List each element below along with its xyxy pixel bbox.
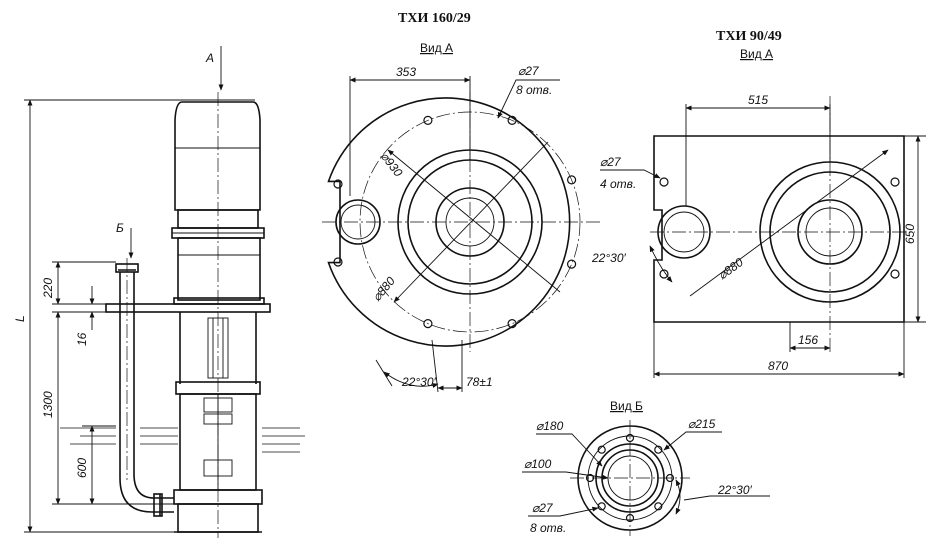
leader-d180 [536,433,603,467]
dim-angle-b: 22°30′ [717,483,752,497]
angle-arc-b [675,479,681,515]
dim-angle-right: 22°30′ [591,251,626,265]
dim-d27-right: ⌀27 [600,155,622,169]
pump-side-view [60,92,305,538]
dim-650: 650 [903,224,917,244]
angle-arc-left [383,371,439,388]
dim-d880-left: ⌀880 [370,274,398,304]
flange-view-a-160 [322,92,600,352]
dim-515: 515 [748,93,768,107]
dim-d880-right: ⌀880 [716,255,747,283]
view-b-label: Вид Б [610,399,643,413]
dim-d930: ⌀930 [378,149,406,179]
dim-1300: 1300 [41,391,55,418]
ext-line [375,359,393,387]
leader-d27-b [528,506,599,517]
dim-d180: ⌀180 [536,419,564,433]
leader-d215 [663,431,722,451]
dim-8holes-b: 8 отв. [530,521,566,535]
dim-d27-b: ⌀27 [532,501,554,515]
leader-angle-b [683,495,770,501]
dim-156: 156 [798,333,818,347]
dim-8holes-left: 8 отв. [516,83,552,97]
dim-d100: ⌀100 [524,457,552,471]
angle-arc-right [649,245,673,283]
dim-d215: ⌀215 [688,417,716,431]
dim-4holes: 4 отв. [600,177,636,191]
leader-d100 [522,471,609,480]
flange-view-b [570,420,690,536]
dim-353: 353 [396,65,416,79]
leader-d27 [497,79,560,119]
plate-view-a-90 [650,96,915,352]
title-txi-90-49: ТХИ 90/49 [716,29,782,44]
dim-angle-left: 22°30′ [401,375,436,389]
dim-600: 600 [75,458,89,478]
side-view-dimensions [24,99,180,533]
view-a-label-left: Вид А [420,41,453,55]
dim-220: 220 [41,278,55,299]
dim-L: L [13,315,27,322]
dim-16: 16 [75,332,89,346]
dim-d27-left: ⌀27 [518,64,540,78]
view-a-label-right: Вид А [740,47,773,61]
dim-870: 870 [768,359,788,373]
dim-78: 78±1 [466,375,493,389]
arrow-b-label: Б [116,221,124,235]
leader-d27-right [600,169,661,179]
title-txi-160-29: ТХИ 160/29 [398,11,471,26]
arrow-a-label: А [205,51,214,65]
